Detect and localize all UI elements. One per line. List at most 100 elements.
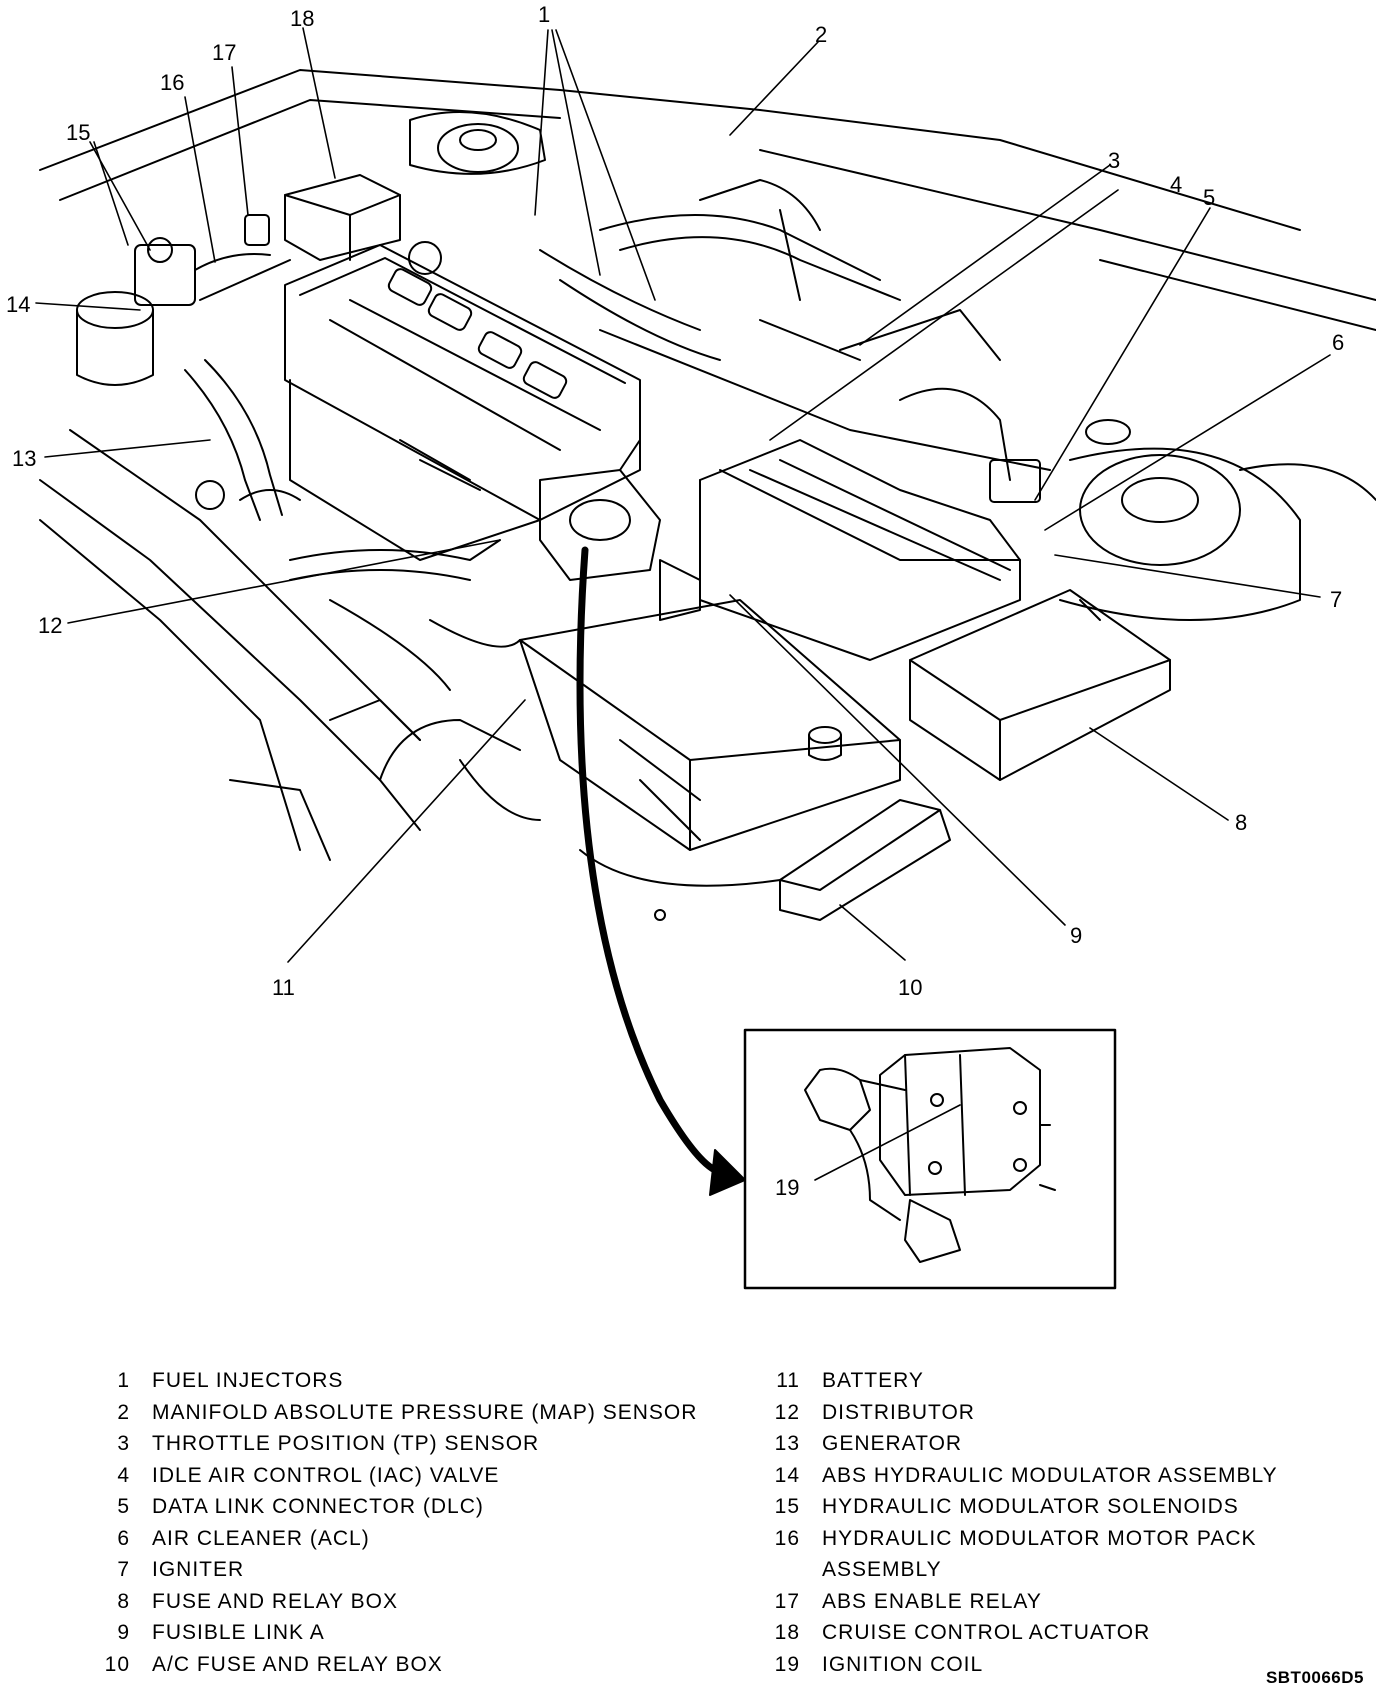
legend-number: 13 [774,1432,800,1455]
legend-number: 10 [104,1652,130,1676]
legend-number: 4 [117,1463,130,1487]
callout-18: 18 [290,6,314,31]
fuse-relay-box [909,589,1171,781]
legend-item: 16 HYDRAULIC MODULATOR MOTOR PACK [758,1523,1358,1555]
callout-11: 11 [272,975,295,1000]
legend-item: 2 MANIFOLD ABSOLUTE PRESSURE (MAP) SENSOR [88,1397,708,1429]
legend-number: 15 [774,1495,800,1518]
callout-19: 19 [775,1175,799,1200]
legend-item: 4 IDLE AIR CONTROL (IAC) VALVE [88,1460,708,1492]
legend-number: 9 [117,1621,130,1644]
figure-code: SBT0066D5 [1265,1668,1364,1687]
callout-4: 4 [1170,172,1182,197]
legend-number: 19 [774,1652,800,1676]
legend-item: ASSEMBLY [758,1554,1358,1586]
legend-left-column: 1 FUEL INJECTORS 2 MANIFOLD ABSOLUTE PRESS… [88,1365,708,1680]
legend-label: HYDRAULIC MODULATOR SOLENOIDS [822,1495,1239,1518]
callout-3: 3 [1108,148,1120,173]
legend-number: 11 [776,1369,800,1392]
legend-number: 16 [774,1526,800,1550]
legend-label: ASSEMBLY [822,1558,942,1581]
legend-item: 19 IGNITION COIL [758,1649,1358,1681]
legend-item: 3 THROTTLE POSITION (TP) SENSOR [88,1428,708,1460]
legend-item: 6 AIR CLEANER (ACL) [88,1523,708,1555]
legend-label: ABS HYDRAULIC MODULATOR ASSEMBLY [822,1463,1278,1487]
legend-label: IGNITER [152,1558,245,1581]
legend-number: 18 [774,1621,800,1644]
legend-number: 14 [774,1463,800,1487]
callout-6: 6 [1332,330,1344,355]
ignition-coil-drawing [804,1047,1056,1263]
engine-details [195,439,781,921]
callout-1: 1 [538,2,550,27]
legend-number: 12 [774,1400,800,1424]
legend-number [758,1554,822,1586]
air-cleaner [699,309,1041,661]
legend-label: FUSIBLE LINK A [152,1621,325,1644]
legend-item: 17 ABS ENABLE RELAY [758,1586,1358,1618]
legend-item: 12 DISTRIBUTOR [758,1397,1358,1429]
intake-runners [539,179,1051,471]
legend-item: 7 IGNITER [88,1554,708,1586]
callout-2: 2 [815,22,827,47]
ignition-coil-inset [743,1028,1117,1290]
legend-label: FUEL INJECTORS [152,1369,344,1392]
hood-outline [39,69,1376,331]
callout-8: 8 [1235,810,1247,835]
legend-label: THROTTLE POSITION (TP) SENSOR [152,1432,540,1455]
legend-number: 2 [117,1400,130,1424]
legend-item: 9 FUSIBLE LINK A [88,1617,708,1649]
callout-10: 10 [898,975,922,1000]
callout-9: 9 [1070,923,1082,948]
callout-14: 14 [6,292,30,317]
leader-19 [814,1104,961,1181]
legend-label: ABS ENABLE RELAY [822,1589,1042,1613]
valve-cover [284,241,641,561]
callout-12: 12 [38,613,62,638]
legend-label: AIR CLEANER (ACL) [152,1526,370,1550]
callout-15: 15 [66,120,90,145]
strut-tower [1059,419,1376,621]
legend-number: 17 [774,1589,800,1613]
callout-labels: 1 2 3 4 5 6 7 8 9 10 11 12 13 14 15 16 1… [6,2,1344,1200]
detail-arrow [576,546,719,1174]
legend-label: DISTRIBUTOR [822,1400,975,1424]
legend-label: BATTERY [822,1369,924,1392]
radiator-hoses [184,359,521,691]
detail-arrow-head [709,1149,746,1196]
legend-item: 14 ABS HYDRAULIC MODULATOR ASSEMBLY [758,1460,1358,1492]
cruise-control-actuator [284,174,401,261]
legend-item: 10 A/C FUSE AND RELAY BOX [88,1649,708,1681]
leader-lines [35,27,1331,963]
legend-label: GENERATOR [822,1432,963,1455]
legend-item: 15 HYDRAULIC MODULATOR SOLENOIDS [758,1491,1358,1523]
legend-label: HYDRAULIC MODULATOR MOTOR PACK [822,1526,1257,1550]
legend-item: 1 FUEL INJECTORS [88,1365,708,1397]
battery [519,559,901,851]
distributor [539,439,661,581]
legend-label: IDLE AIR CONTROL (IAC) VALVE [152,1463,500,1487]
ac-fuse-box [779,799,951,921]
left-fender-rail [39,429,421,861]
abs-modulator [76,214,291,386]
legend-label: A/C FUSE AND RELAY BOX [152,1652,443,1676]
callout-16: 16 [160,70,184,95]
legend-item: 5 DATA LINK CONNECTOR (DLC) [88,1491,708,1523]
legend-number: 5 [117,1495,130,1518]
legend-item: 11 BATTERY [758,1365,1358,1397]
legend-number: 7 [117,1558,130,1581]
legend-number: 8 [117,1589,130,1613]
legend-label: MANIFOLD ABSOLUTE PRESSURE (MAP) SENSOR [152,1400,698,1424]
legend-item: 13 GENERATOR [758,1428,1358,1460]
callout-13: 13 [12,446,36,471]
legend-number: 1 [117,1369,130,1392]
callout-5: 5 [1203,185,1215,210]
legend-number: 3 [117,1432,130,1455]
legend-label: DATA LINK CONNECTOR (DLC) [152,1495,484,1518]
legend-number: 6 [117,1526,130,1550]
callout-17: 17 [212,40,236,65]
legend-label: IGNITION COIL [822,1652,984,1676]
